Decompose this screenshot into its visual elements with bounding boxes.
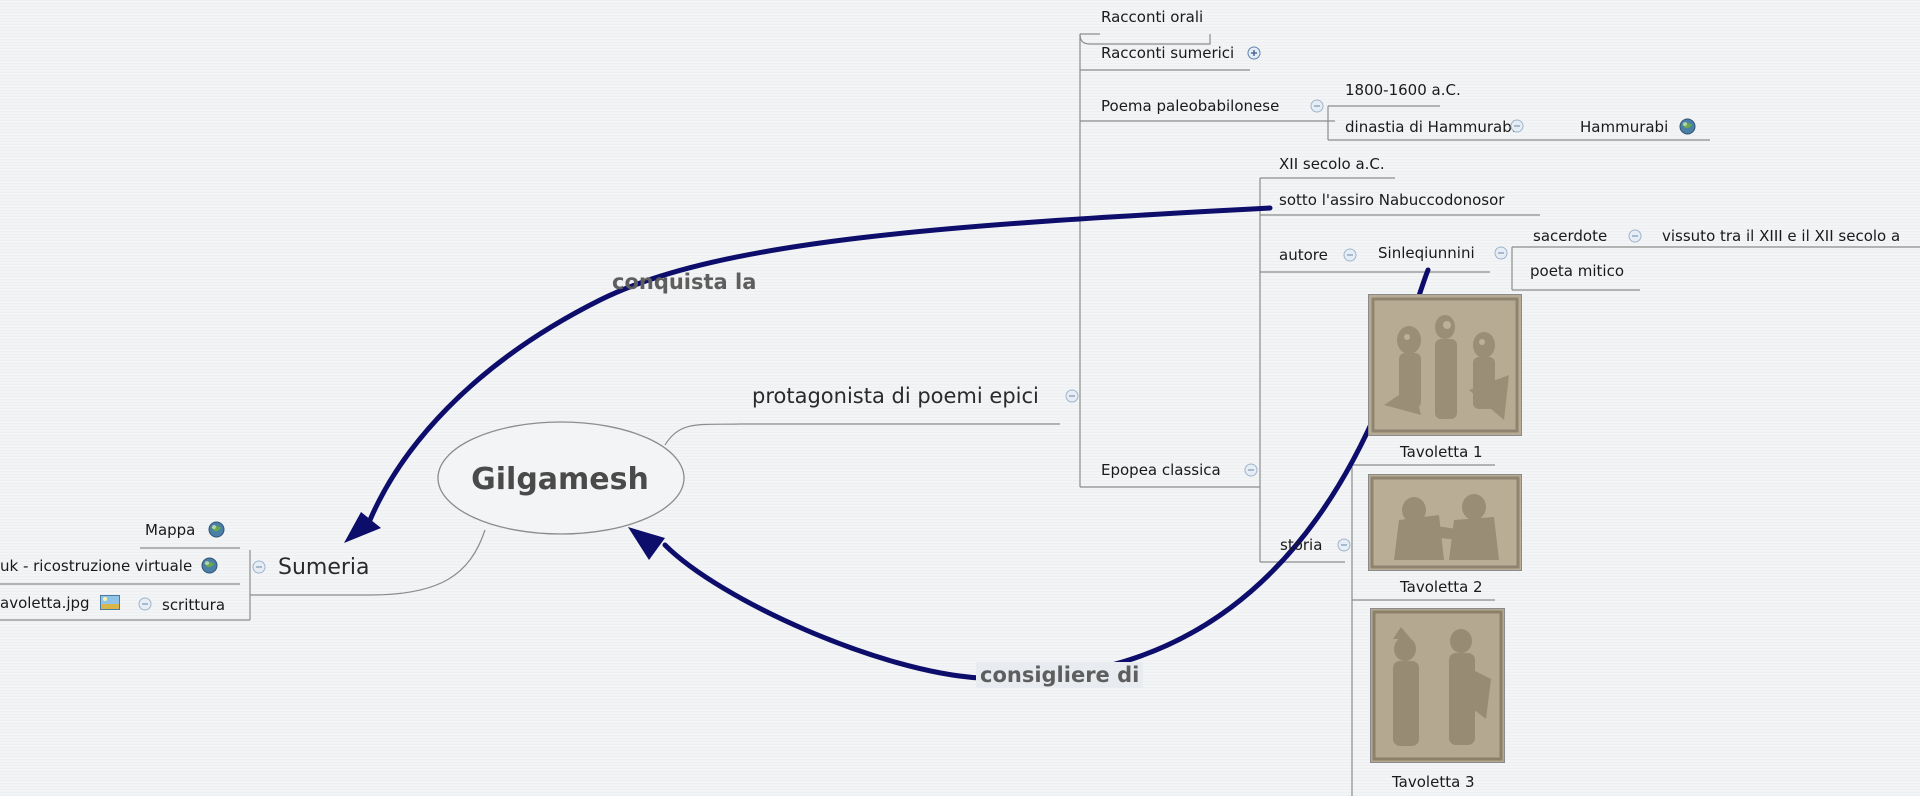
globe-icon[interactable] (1679, 118, 1696, 139)
tavoletta-1-image[interactable] (1368, 294, 1522, 436)
root-node-label[interactable]: Gilgamesh (471, 462, 649, 497)
topic-dinastia[interactable]: dinastia di Hammurabi (1345, 118, 1516, 136)
topic-autore[interactable]: autore (1279, 246, 1328, 264)
collapse-autore-icon[interactable] (1343, 248, 1357, 266)
arrow-consigliere (662, 267, 1431, 681)
topic-mappa-label: Mappa (145, 521, 196, 539)
tavoletta-3-image[interactable] (1370, 608, 1505, 763)
topic-hammurabi-label: Hammurabi (1580, 118, 1669, 136)
topic-uruk[interactable]: uk - ricostruzione virtuale (0, 557, 218, 578)
topic-sotto-assiro[interactable]: sotto l'assiro Nabuccodonosor (1279, 191, 1505, 209)
topic-storia[interactable]: storia (1280, 536, 1323, 554)
topic-racconti-orali[interactable]: Racconti orali (1101, 8, 1204, 26)
topic-racconti-sumerici-label: Racconti sumerici (1101, 44, 1235, 62)
collapse-sacerdote-icon[interactable] (1628, 229, 1642, 247)
collapse-storia-icon[interactable] (1337, 538, 1351, 556)
topic-uruk-label: uk - ricostruzione virtuale (0, 557, 193, 575)
topic-tavoletta-jpg-label: avoletta.jpg (0, 594, 90, 612)
topic-xii-secolo[interactable]: XII secolo a.C. (1279, 155, 1385, 173)
tavoletta-3-label: Tavoletta 3 (1392, 773, 1475, 791)
globe-icon[interactable] (208, 521, 225, 542)
arrow-conquista (367, 205, 1273, 523)
image-file-icon[interactable] (100, 595, 121, 614)
root-node-ellipse (437, 421, 685, 535)
arrowhead-conquista (344, 512, 381, 543)
topic-scrittura[interactable]: scrittura (162, 596, 226, 614)
collapse-poema-icon[interactable] (1310, 99, 1324, 117)
topic-poema-paleobabilonese[interactable]: Poema paleobabilonese (1101, 97, 1280, 115)
topic-hammurabi[interactable]: Hammurabi (1580, 118, 1696, 139)
topic-epopea-classica[interactable]: Epopea classica (1101, 461, 1221, 479)
globe-icon[interactable] (201, 557, 218, 578)
relationship-consigliere-label[interactable]: consigliere di (976, 662, 1144, 688)
topic-poeta-mitico[interactable]: poeta mitico (1530, 262, 1625, 280)
collapse-protagonista-icon[interactable] (1065, 389, 1079, 407)
topic-vissuto[interactable]: vissuto tra il XIII e il XII secolo a (1662, 227, 1901, 245)
topic-protagonista[interactable]: protagonista di poemi epici (752, 384, 1039, 408)
collapse-sumeria-icon[interactable] (252, 560, 266, 578)
collapse-epopea-icon[interactable] (1244, 463, 1258, 481)
collapse-dinastia-icon[interactable] (1510, 119, 1524, 137)
topic-sacerdote[interactable]: sacerdote (1533, 227, 1608, 245)
tavoletta-2-label: Tavoletta 2 (1400, 578, 1483, 596)
topic-sinleqiunnini[interactable]: Sinleqiunnini (1378, 244, 1475, 262)
tavoletta-2-image[interactable] (1368, 474, 1522, 571)
topic-1800-1600[interactable]: 1800-1600 a.C. (1345, 81, 1461, 99)
topic-tavoletta-jpg[interactable]: avoletta.jpg (0, 594, 121, 614)
topic-sumeria[interactable]: Sumeria (278, 555, 370, 580)
tavoletta-1-label: Tavoletta 1 (1400, 443, 1483, 461)
arrowhead-consigliere (628, 527, 665, 560)
topic-racconti-sumerici[interactable]: Racconti sumerici (1101, 44, 1261, 64)
expand-plus-icon[interactable] (1247, 46, 1261, 64)
collapse-scrittura-icon[interactable] (138, 597, 152, 615)
collapse-sinleq-icon[interactable] (1494, 246, 1508, 264)
relationship-conquista-label[interactable]: conquista la (612, 270, 757, 294)
topic-mappa[interactable]: Mappa (145, 521, 225, 542)
